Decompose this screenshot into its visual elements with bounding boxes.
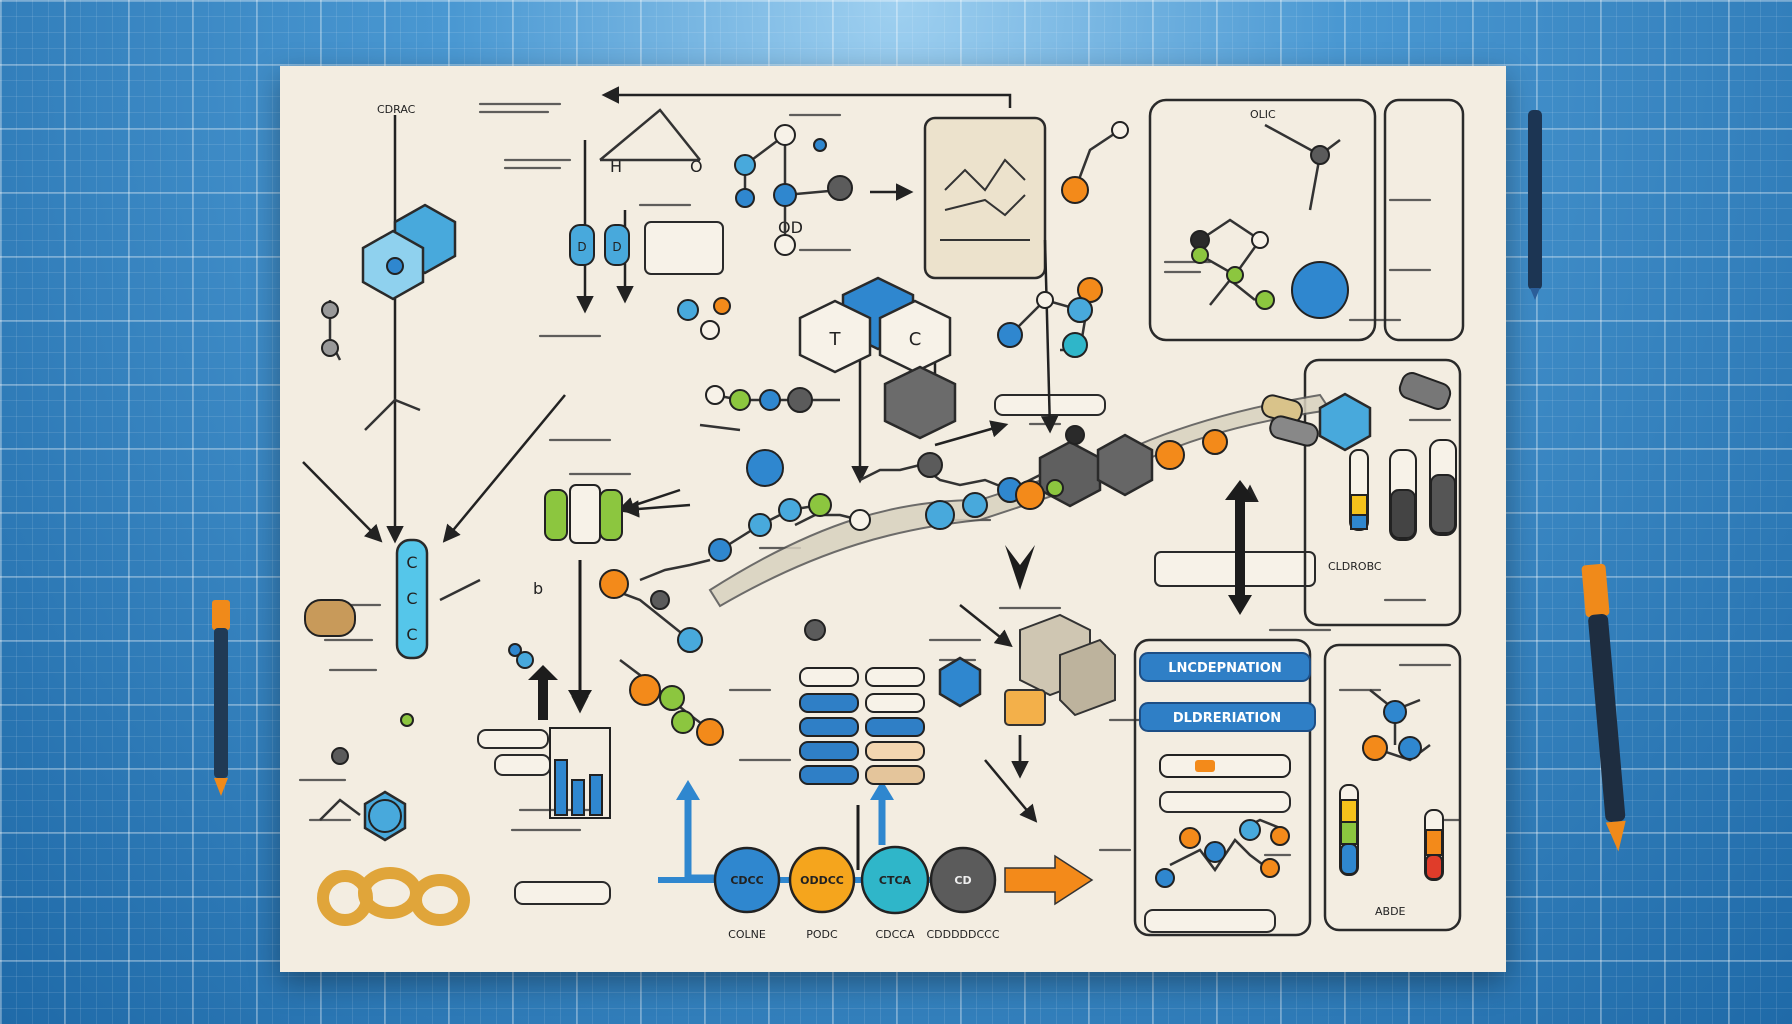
pill-list <box>799 667 925 785</box>
svg-text:CLDROBC: CLDROBC <box>1328 560 1382 573</box>
svg-text:O: O <box>690 157 703 176</box>
svg-text:PODC: PODC <box>806 928 838 941</box>
molecule-atoms <box>321 121 1422 888</box>
svg-text:D: D <box>612 240 621 254</box>
svg-text:COLNE: COLNE <box>728 928 766 941</box>
bar-chart-sketch <box>549 727 611 819</box>
cube-sketch <box>1004 613 1116 726</box>
gold-chain <box>317 867 470 926</box>
svg-text:D: D <box>577 240 586 254</box>
svg-text:CD: CD <box>954 874 971 887</box>
svg-text:b: b <box>533 579 543 598</box>
svg-text:CDCC: CDCC <box>730 874 763 887</box>
svg-text:DLDRERIATION: DLDRERIATION <box>1173 711 1281 726</box>
svg-text:C: C <box>909 329 922 350</box>
svg-text:H: H <box>610 157 622 176</box>
svg-text:ODDCC: ODDCC <box>800 874 844 887</box>
hexagon-labels: T C <box>829 329 922 350</box>
svg-text:CDDDDDCCC: CDDDDDCCC <box>926 928 999 941</box>
orange-output-arrow <box>1004 854 1094 906</box>
svg-text:OD: OD <box>778 218 803 237</box>
svg-text:LNCDEPNATION: LNCDEPNATION <box>1168 661 1281 676</box>
annotations: CDRAC OLIC CLDROBC ABDE <box>377 103 1406 918</box>
right-top-pen <box>1528 110 1542 300</box>
bottom-node-labels: CDCC ODDCC CTCA CD <box>730 874 971 887</box>
svg-text:ABDE: ABDE <box>1375 905 1406 918</box>
test-tubes <box>1339 439 1457 881</box>
cylinders <box>304 372 1452 637</box>
svg-text:OLIC: OLIC <box>1250 108 1276 121</box>
status-banners: LNCDEPNATION DLDRERIATION <box>1139 652 1316 778</box>
svg-text:CDRAC: CDRAC <box>377 103 416 116</box>
cyan-capsule: C C C <box>395 538 429 660</box>
svg-text:T: T <box>829 329 842 350</box>
svg-text:C: C <box>406 625 417 644</box>
left-pen <box>212 600 230 796</box>
svg-text:C: C <box>406 553 417 572</box>
svg-text:CDCCA: CDCCA <box>875 928 915 941</box>
panels <box>923 98 1465 937</box>
svg-text:C: C <box>406 589 417 608</box>
svg-text:CTCA: CTCA <box>879 874 912 887</box>
cell-pair-blue: D D <box>569 224 630 266</box>
sketch-chart <box>940 158 1030 241</box>
bold-arrows <box>528 480 1255 870</box>
bottom-node-captions: COLNE PODC CDCCA CDDDDDCCC <box>728 928 1000 941</box>
right-bottom-pen <box>1581 563 1626 852</box>
cell-pair-green <box>544 484 623 544</box>
bottom-nodes <box>658 845 997 915</box>
scribble-labels <box>298 102 1462 857</box>
ring-structure <box>599 108 701 162</box>
